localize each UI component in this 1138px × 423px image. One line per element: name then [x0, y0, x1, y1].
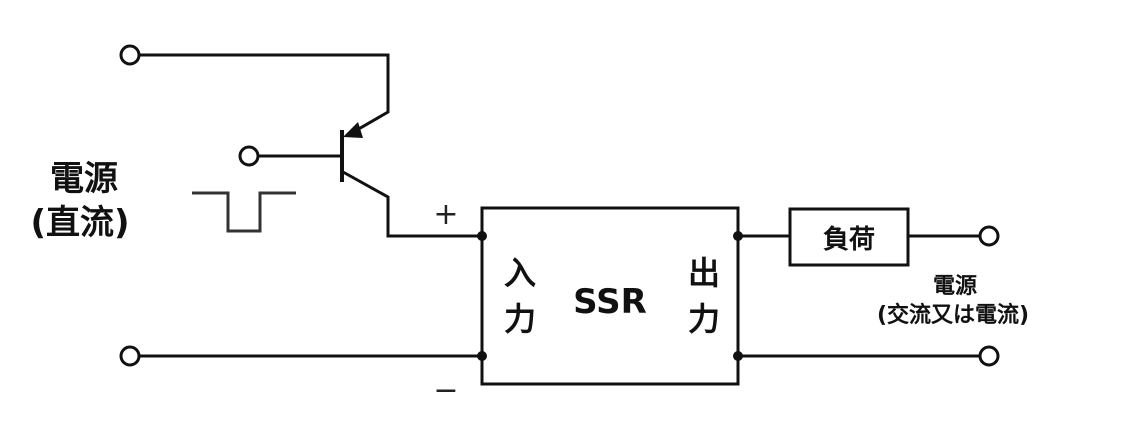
ssr-label: SSR [573, 282, 647, 322]
terminal-load-bottom [978, 345, 1000, 367]
ssr-input-label: 入 [504, 254, 536, 292]
ssr-output-label: 出 [688, 254, 720, 292]
terminal-load-top [978, 225, 1000, 247]
node-dot [477, 351, 487, 361]
dc-source-label: 電源 [50, 159, 118, 199]
terminal-base [238, 145, 260, 167]
load-source-label: 電源 [933, 274, 977, 299]
ssr-box [480, 206, 740, 386]
plus-sign: + [433, 197, 458, 232]
dc-source-label-sub: (直流) [30, 203, 129, 243]
wire-collector [342, 170, 482, 238]
pulse-signal-icon [192, 191, 296, 233]
load-source-label-sub: (交流又は電流) [877, 302, 1029, 328]
terminal-dc-bottom [119, 345, 141, 367]
node-dot [477, 231, 487, 241]
ssr-output-label: 力 [688, 300, 720, 338]
terminal-dc-top [119, 44, 141, 66]
ssr-input-label: 力 [504, 300, 536, 338]
emitter-arrow-icon [343, 122, 363, 138]
load-label: 負荷 [823, 225, 875, 255]
minus-sign: − [433, 373, 458, 408]
wire-emitter [139, 53, 390, 136]
